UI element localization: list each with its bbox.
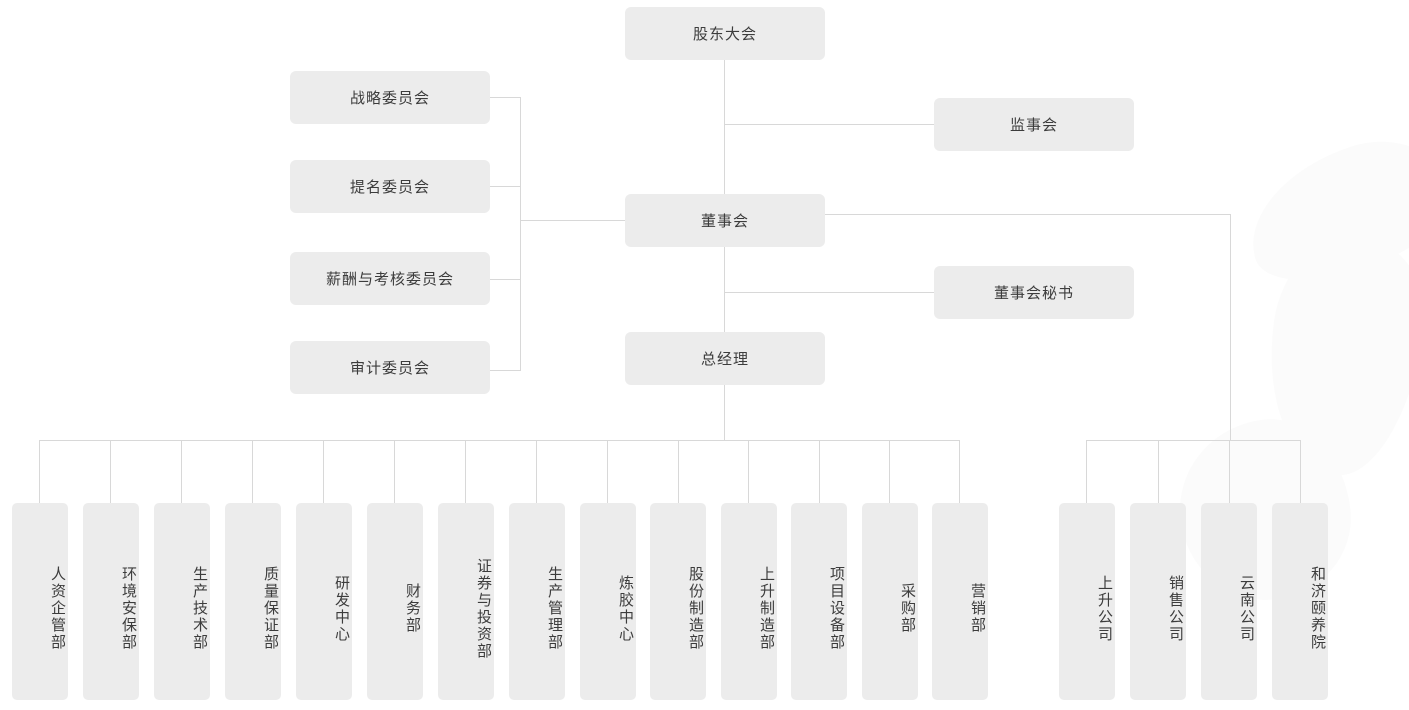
connector-board-to-committee-bus	[520, 220, 625, 221]
connector-committee-nomination	[490, 186, 521, 187]
dept-drop	[748, 440, 749, 503]
node-committee-nomination[interactable]: 提名委员会	[290, 160, 490, 213]
node-board-of-directors[interactable]: 董事会	[625, 194, 825, 247]
dept-drop	[181, 440, 182, 503]
node-department[interactable]: 研发中心	[296, 503, 352, 700]
node-subsidiary[interactable]: 上升公司	[1059, 503, 1115, 700]
dept-drop	[678, 440, 679, 503]
dept-drop	[607, 440, 608, 503]
node-department[interactable]: 生产管理部	[509, 503, 565, 700]
node-department[interactable]: 炼胶中心	[580, 503, 636, 700]
node-department[interactable]: 采购部	[862, 503, 918, 700]
node-department[interactable]: 生产技术部	[154, 503, 210, 700]
connector-general-manager-drop	[724, 385, 725, 441]
departments-horizontal-bus	[39, 440, 960, 441]
node-committee-compensation[interactable]: 薪酬与考核委员会	[290, 252, 490, 305]
node-general-manager[interactable]: 总经理	[625, 332, 825, 385]
connector-committee-audit	[490, 370, 521, 371]
node-department[interactable]: 营销部	[932, 503, 988, 700]
dept-drop	[536, 440, 537, 503]
dept-drop	[889, 440, 890, 503]
connector-to-supervisory-board	[724, 124, 935, 125]
node-subsidiary[interactable]: 销售公司	[1130, 503, 1186, 700]
subsidiary-drop	[1300, 440, 1301, 503]
dept-drop	[465, 440, 466, 503]
node-department[interactable]: 人资企管部	[12, 503, 68, 700]
connector-shareholders-spine	[724, 60, 725, 194]
committee-vertical-bus	[520, 97, 521, 370]
connector-board-to-subsidiaries	[824, 214, 1231, 215]
background-watermark-shape	[1231, 120, 1409, 300]
node-supervisory-board[interactable]: 监事会	[934, 98, 1134, 151]
subsidiary-drop	[1229, 440, 1230, 503]
dept-drop	[252, 440, 253, 503]
node-department[interactable]: 证券与投资部	[438, 503, 494, 700]
node-subsidiary[interactable]: 云南公司	[1201, 503, 1257, 700]
node-shareholders-meeting[interactable]: 股东大会	[625, 7, 825, 60]
background-watermark-shape	[1171, 411, 1359, 609]
subsidiaries-vertical-drop	[1230, 214, 1231, 441]
node-department[interactable]: 股份制造部	[650, 503, 706, 700]
node-board-secretary[interactable]: 董事会秘书	[934, 266, 1134, 319]
node-department[interactable]: 上升制造部	[721, 503, 777, 700]
dept-drop	[110, 440, 111, 503]
node-committee-strategy[interactable]: 战略委员会	[290, 71, 490, 124]
connector-committee-strategy	[490, 97, 521, 98]
connector-board-to-general-manager	[724, 246, 725, 333]
connector-to-board-secretary	[724, 292, 935, 293]
dept-drop	[819, 440, 820, 503]
subsidiaries-horizontal-bus	[1086, 440, 1301, 441]
background-watermark-shape	[1254, 225, 1409, 485]
dept-drop	[39, 440, 40, 503]
dept-drop	[394, 440, 395, 503]
dept-drop	[323, 440, 324, 503]
node-subsidiary[interactable]: 和济颐养院	[1272, 503, 1328, 700]
subsidiary-drop	[1086, 440, 1087, 503]
dept-drop	[959, 440, 960, 503]
node-department[interactable]: 环境安保部	[83, 503, 139, 700]
node-department[interactable]: 项目设备部	[791, 503, 847, 700]
node-department[interactable]: 质量保证部	[225, 503, 281, 700]
node-committee-audit[interactable]: 审计委员会	[290, 341, 490, 394]
connector-committee-compensation	[490, 279, 521, 280]
node-department[interactable]: 财务部	[367, 503, 423, 700]
subsidiary-drop	[1158, 440, 1159, 503]
